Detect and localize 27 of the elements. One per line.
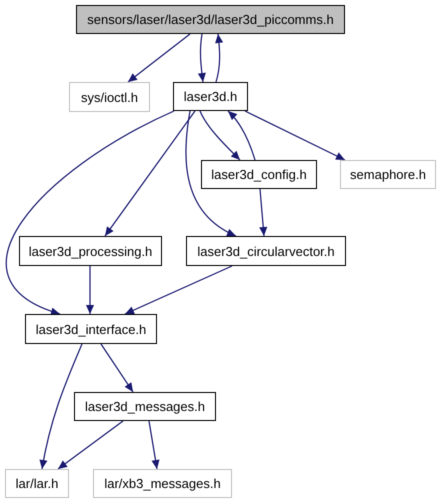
arrow — [198, 34, 206, 82]
current-file-box: sensors/laser/laser3d/laser3d_piccomms.h — [76, 5, 345, 34]
external-file-box: semaphore.h — [340, 160, 436, 189]
file-box: laser3d.h — [173, 82, 248, 111]
external-file-box: lar/lar.h — [5, 469, 69, 498]
arrow — [185, 110, 236, 237]
arrow — [100, 344, 134, 392]
file-box: laser3d_config.h — [201, 160, 317, 189]
arrow — [58, 420, 124, 470]
arrow — [199, 110, 240, 160]
arrow — [124, 265, 232, 315]
arrow — [6, 110, 174, 315]
file-box: laser3d_interface.h — [25, 314, 157, 344]
external-file-box: lar/xb3_messages.h — [93, 469, 232, 498]
file-box: laser3d_messages.h — [74, 392, 216, 421]
arrow — [40, 344, 83, 470]
arrow — [215, 34, 224, 82]
arrow — [148, 420, 160, 470]
external-file-box: sys/ioctl.h — [69, 82, 150, 112]
arrow — [128, 34, 190, 82]
arrow — [104, 110, 196, 236]
arrow — [259, 188, 268, 236]
arrow — [86, 266, 94, 314]
file-box: laser3d_circularvector.h — [186, 236, 346, 266]
file-box: laser3d_processing.h — [19, 236, 162, 266]
arrow — [244, 110, 346, 161]
arrow — [228, 110, 256, 160]
